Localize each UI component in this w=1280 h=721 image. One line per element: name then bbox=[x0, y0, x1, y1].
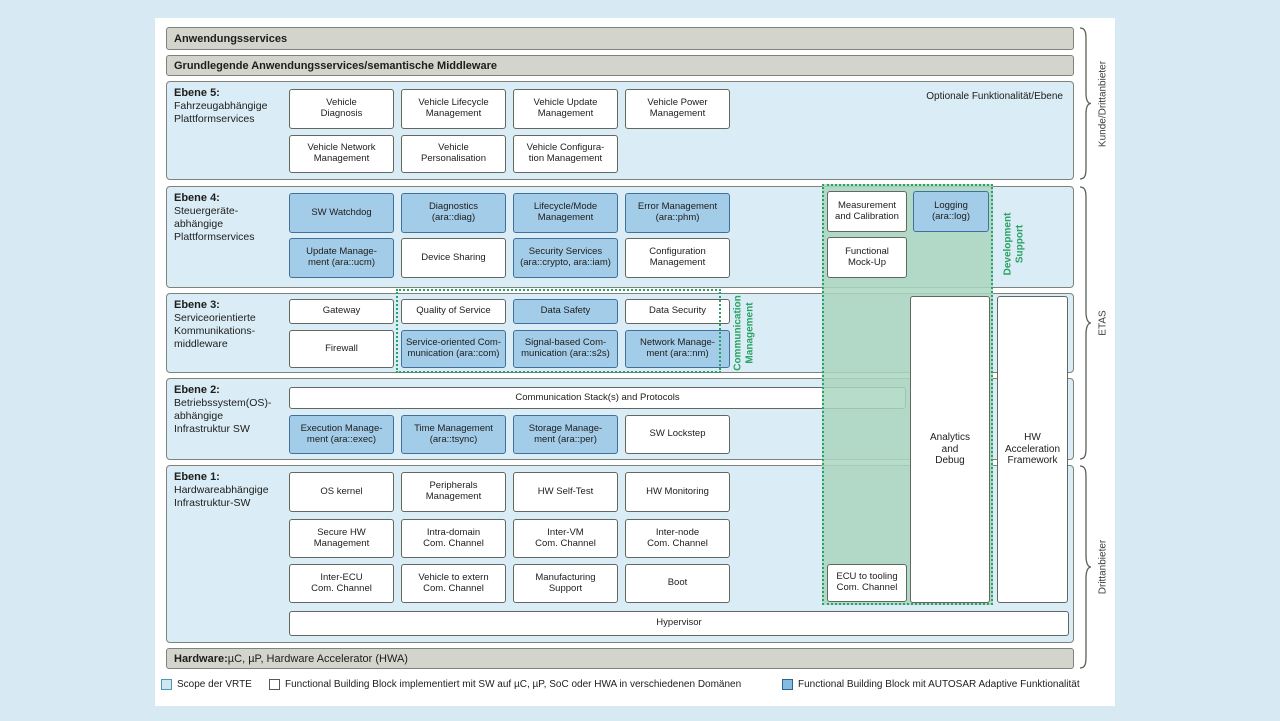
box-vehicle-diagnosis: Vehicle Diagnosis bbox=[289, 89, 394, 129]
box-hw-monitoring: HW Monitoring bbox=[625, 472, 730, 512]
box-execution-management: Execution Manage- ment (ara::exec) bbox=[289, 415, 394, 454]
diagram-panel: Anwendungsservices Grundlegende Anwendun… bbox=[155, 18, 1115, 706]
legend-item-white: Functional Building Block implementiert … bbox=[269, 679, 741, 690]
margin-label-etas: ETAS bbox=[1097, 310, 1109, 336]
legend-swatch-blue bbox=[782, 679, 793, 690]
box-os-kernel: OS kernel bbox=[289, 472, 394, 512]
box-peripherals-management: Peripherals Management bbox=[401, 472, 506, 512]
legend-label-scope: Scope der VRTE bbox=[177, 679, 252, 690]
layer3-subtitle: Serviceorientierte Kommunikations- middl… bbox=[174, 312, 256, 350]
legend-swatch-scope bbox=[161, 679, 172, 690]
box-vehicle-power-management: Vehicle Power Management bbox=[625, 89, 730, 129]
box-gateway: Gateway bbox=[289, 299, 394, 324]
box-quality-of-service: Quality of Service bbox=[401, 299, 506, 324]
box-hw-self-test: HW Self-Test bbox=[513, 472, 618, 512]
bar-hardware: Hardware: µC, µP, Hardware Accelerator (… bbox=[166, 648, 1074, 669]
box-service-oriented-communication: Service-oriented Com- munication (ara::c… bbox=[401, 330, 506, 368]
development-support-label: Development Support bbox=[1002, 212, 1026, 276]
layer2-subtitle: Betriebssystem(OS)- abhängige Infrastruk… bbox=[174, 397, 272, 435]
layer5-subtitle: Fahrzeugabhängige Plattformservices bbox=[174, 100, 268, 126]
layer1-subtitle: Hardwareabhängige Infrastruktur-SW bbox=[174, 484, 269, 510]
box-boot: Boot bbox=[625, 564, 730, 603]
box-intra-domain-com-channel: Intra-domain Com. Channel bbox=[401, 519, 506, 558]
box-inter-node-com-channel: Inter-node Com. Channel bbox=[625, 519, 730, 558]
legend-item-blue: Functional Building Block mit AUTOSAR Ad… bbox=[782, 679, 1080, 690]
box-hypervisor: Hypervisor bbox=[289, 611, 1069, 636]
box-ecu-to-tooling-com-channel: ECU to tooling Com. Channel bbox=[827, 564, 907, 602]
bar-semantische-middleware: Grundlegende Anwendungsservices/semantis… bbox=[166, 55, 1074, 76]
box-security-services: Security Services (ara::crypto, ara::iam… bbox=[513, 238, 618, 278]
layer1-title: Ebene 1: bbox=[174, 471, 220, 483]
box-sw-lockstep: SW Lockstep bbox=[625, 415, 730, 454]
box-vehicle-network-management: Vehicle Network Management bbox=[289, 135, 394, 173]
box-vehicle-configuration-management: Vehicle Configura- tion Management bbox=[513, 135, 618, 173]
communication-management-label: Communication Management bbox=[732, 295, 756, 371]
brace-etas bbox=[1079, 186, 1092, 460]
bar-anwendungsservices: Anwendungsservices bbox=[166, 27, 1074, 50]
margin-label-kunde-drittanbieter: Kunde/Drittanbieter bbox=[1097, 60, 1109, 147]
box-update-management: Update Manage- ment (ara::ucm) bbox=[289, 238, 394, 278]
layer2-title: Ebene 2: bbox=[174, 384, 220, 396]
layer4-subtitle: Steuergeräte- abhängige Plattformservice… bbox=[174, 205, 255, 243]
box-measurement-and-calibration: Measurement and Calibration bbox=[827, 191, 907, 232]
box-lifecycle-mode-management: Lifecycle/Mode Management bbox=[513, 193, 618, 233]
note-optionale-funktionalitaet: Optionale Funktionalität/Ebene bbox=[926, 91, 1063, 102]
margin-label-drittanbieter: Drittanbieter bbox=[1097, 539, 1109, 595]
legend-label-blue: Functional Building Block mit AUTOSAR Ad… bbox=[798, 679, 1080, 690]
legend-label-white: Functional Building Block implementiert … bbox=[285, 679, 742, 690]
box-storage-management: Storage Manage- ment (ara::per) bbox=[513, 415, 618, 454]
bar-semantische-middleware-label: Grundlegende Anwendungsservices/semantis… bbox=[174, 59, 497, 72]
legend-item-scope: Scope der VRTE bbox=[161, 679, 252, 690]
layer2-label: Ebene 2: Betriebssystem(OS)- abhängige I… bbox=[174, 384, 286, 436]
box-device-sharing: Device Sharing bbox=[401, 238, 506, 278]
box-signal-based-communication: Signal-based Com- munication (ara::s2s) bbox=[513, 330, 618, 368]
box-error-management: Error Management (ara::phm) bbox=[625, 193, 730, 233]
box-logging: Logging (ara::log) bbox=[913, 191, 989, 232]
box-sw-watchdog: SW Watchdog bbox=[289, 193, 394, 233]
box-communication-stacks-protocols: Communication Stack(s) and Protocols bbox=[289, 387, 906, 409]
box-functional-mock-up: Functional Mock-Up bbox=[827, 237, 907, 278]
column-hw-acceleration-framework: HW Acceleration Framework bbox=[997, 296, 1068, 603]
layer5-title: Ebene 5: bbox=[174, 87, 220, 99]
layer4-label: Ebene 4: Steuergeräte- abhängige Plattfo… bbox=[174, 192, 286, 244]
bar-hardware-bold: Hardware: bbox=[174, 652, 228, 665]
box-secure-hw-management: Secure HW Management bbox=[289, 519, 394, 558]
box-vehicle-update-management: Vehicle Update Management bbox=[513, 89, 618, 129]
box-inter-vm-com-channel: Inter-VM Com. Channel bbox=[513, 519, 618, 558]
box-data-security: Data Security bbox=[625, 299, 730, 324]
box-configuration-management: Configuration Management bbox=[625, 238, 730, 278]
box-vehicle-lifecycle-management: Vehicle Lifecycle Management bbox=[401, 89, 506, 129]
brace-drittanbieter bbox=[1079, 465, 1092, 669]
column-analytics-and-debug: Analytics and Debug bbox=[910, 296, 990, 603]
box-data-safety: Data Safety bbox=[513, 299, 618, 324]
layer5-label: Ebene 5: Fahrzeugabhängige Plattformserv… bbox=[174, 87, 286, 126]
layer3-title: Ebene 3: bbox=[174, 299, 220, 311]
box-vehicle-to-extern-com-channel: Vehicle to extern Com. Channel bbox=[401, 564, 506, 603]
layer5-row: Ebene 5: Fahrzeugabhängige Plattformserv… bbox=[166, 81, 1074, 180]
box-firewall: Firewall bbox=[289, 330, 394, 368]
box-manufacturing-support: Manufacturing Support bbox=[513, 564, 618, 603]
legend-swatch-white bbox=[269, 679, 280, 690]
bar-anwendungsservices-label: Anwendungsservices bbox=[174, 32, 288, 45]
communication-management-region bbox=[396, 289, 721, 373]
bar-hardware-rest: µC, µP, Hardware Accelerator (HWA) bbox=[227, 652, 408, 665]
box-vehicle-personalisation: Vehicle Personalisation bbox=[401, 135, 506, 173]
box-diagnostics: Diagnostics (ara::diag) bbox=[401, 193, 506, 233]
brace-kunde-drittanbieter bbox=[1079, 27, 1092, 180]
box-time-management: Time Management (ara::tsync) bbox=[401, 415, 506, 454]
layer4-title: Ebene 4: bbox=[174, 192, 220, 204]
layer1-label: Ebene 1: Hardwareabhängige Infrastruktur… bbox=[174, 471, 286, 510]
box-network-management: Network Manage- ment (ara::nm) bbox=[625, 330, 730, 368]
box-inter-ecu-com-channel: Inter-ECU Com. Channel bbox=[289, 564, 394, 603]
layer3-label: Ebene 3: Serviceorientierte Kommunikatio… bbox=[174, 299, 286, 351]
